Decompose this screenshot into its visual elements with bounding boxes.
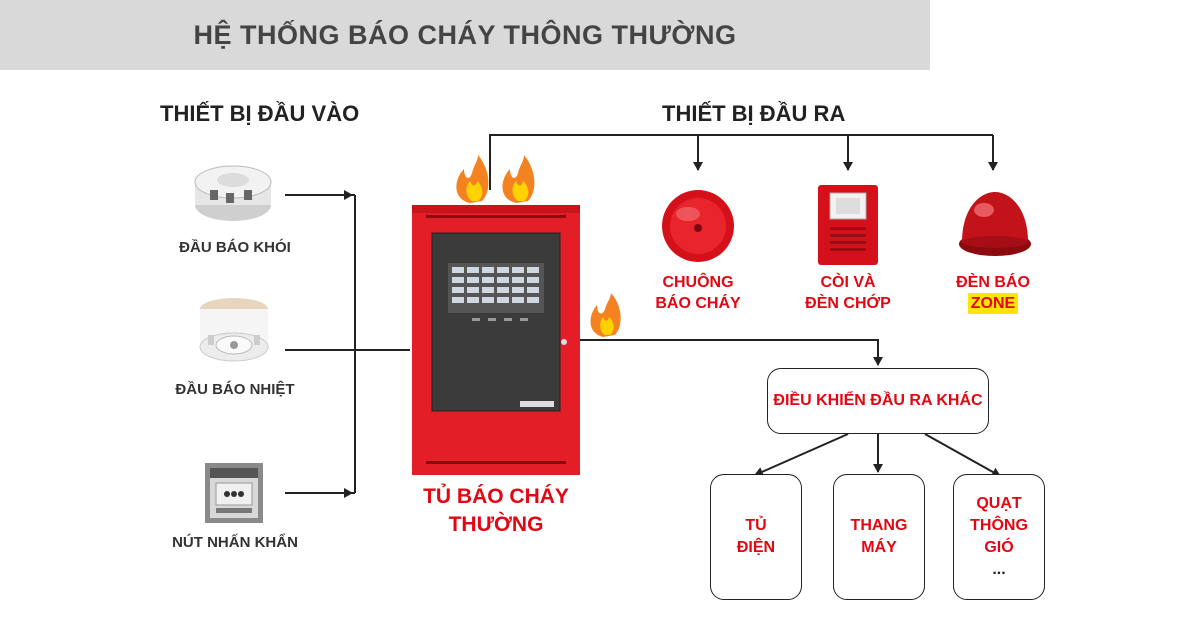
input-heading: THIẾT BỊ ĐẦU VÀO xyxy=(160,101,360,126)
thang-may-box: THANG MÁY xyxy=(833,474,925,600)
title-bar: HỆ THỐNG BÁO CHÁY THÔNG THƯỜNG xyxy=(0,0,930,70)
heat-detector-label: ĐẦU BÁO NHIỆT xyxy=(175,381,295,398)
panel-label: TỦ BÁO CHÁY THƯỜNG xyxy=(395,483,597,539)
line-to-other xyxy=(578,339,883,366)
fire-alarm-panel-icon xyxy=(412,205,580,475)
manual-call-point-label: NÚT NHẤN KHẨN xyxy=(172,534,298,551)
output-heading: THIẾT BỊ ĐẦU RA xyxy=(662,101,846,126)
horn-strobe-label-line1: CÒI VÀ xyxy=(820,274,876,291)
zone-lamp-label: ĐÈN BÁO ZONE xyxy=(935,272,1051,314)
quat-line2: THÔNG xyxy=(970,517,1028,534)
smoke-detector-icon xyxy=(194,165,272,221)
tu-dien-box: TỦ ĐIỆN xyxy=(710,474,802,600)
page-title: HỆ THỐNG BÁO CHÁY THÔNG THƯỜNG xyxy=(193,19,737,50)
tu-dien-line2: ĐIỆN xyxy=(736,539,776,556)
arrow-tu-dien xyxy=(754,433,849,477)
fire-bell-label-line1: CHUÔNG xyxy=(662,274,734,291)
quat-line3: GIÓ xyxy=(984,539,1014,556)
zone-highlight: ZONE xyxy=(967,293,1019,314)
quat-thong-gio-box: QUẠT THÔNG GIÓ ... xyxy=(953,474,1045,600)
zone-lamp-icon xyxy=(959,192,1031,256)
horn-strobe-icon xyxy=(818,185,878,265)
panel-label-line2: THƯỜNG xyxy=(448,513,544,536)
other-output-control-box: ĐIỀU KHIỂN ĐẦU RA KHÁC xyxy=(767,368,989,434)
quat-line4: ... xyxy=(992,561,1006,578)
horn-strobe-label: CÒI VÀ ĐÈN CHỚP xyxy=(790,272,906,314)
arrow-quat xyxy=(924,433,1001,477)
flame-icon xyxy=(590,293,621,337)
output-bus-riser xyxy=(489,134,993,190)
zone-lamp-label-line1: ĐÈN BÁO xyxy=(956,274,1030,291)
thang-may-line2: MÁY xyxy=(861,539,897,556)
manual-call-point-icon xyxy=(205,463,263,523)
fire-bell-label-line2: BÁO CHÁY xyxy=(655,295,741,312)
fire-bell-label: CHUÔNG BÁO CHÁY xyxy=(640,272,756,314)
panel-label-line1: TỦ BÁO CHÁY xyxy=(423,485,569,508)
quat-line1: QUẠT xyxy=(976,495,1022,512)
smoke-detector-label: ĐẦU BÁO KHÓI xyxy=(179,239,291,256)
heat-detector-icon xyxy=(199,298,269,362)
fire-bell-icon xyxy=(662,190,734,262)
tu-dien-line1: TỦ xyxy=(745,517,767,534)
horn-strobe-label-line2: ĐÈN CHỚP xyxy=(805,295,891,312)
thang-may-line1: THANG xyxy=(850,517,908,534)
flame-icon xyxy=(456,155,535,203)
